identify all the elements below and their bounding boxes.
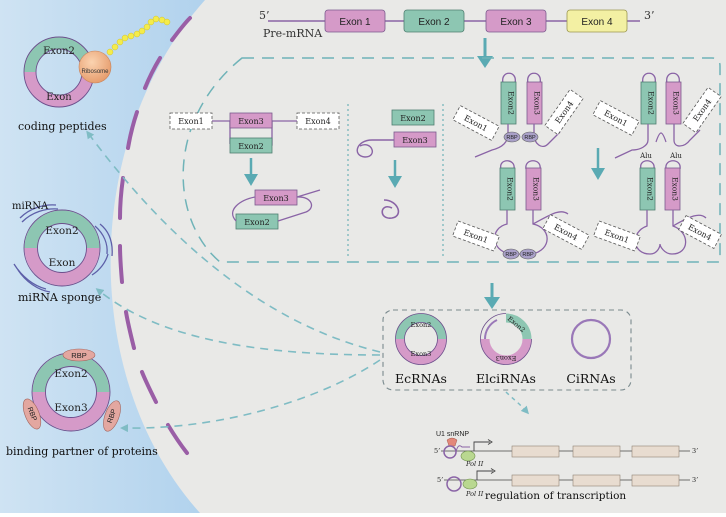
binding-exon3-label: Exon3	[54, 402, 87, 414]
pre-mrna-exon1	[324, 9, 386, 33]
m4-exon3-label: Exon3	[672, 91, 681, 115]
five-prime-lower: 5’	[437, 476, 443, 484]
ribosome-icon	[78, 50, 112, 84]
ecrna-exon3-label: Exon3	[411, 350, 432, 358]
sponge-exon-label: Exon	[49, 257, 76, 269]
ecrna-label: EcRNAs	[395, 371, 447, 386]
function-arrows	[86, 130, 381, 433]
pre-mrna-exon4	[566, 9, 628, 33]
mechanisms-box	[182, 57, 721, 263]
mechanism-arrows	[591, 148, 605, 180]
m3-rbp-right: RBP	[524, 135, 536, 141]
alu-mechanism: Exon2 Exon3 Alu Alu Exon1 Exon4 Exon2 Ex…	[592, 72, 722, 255]
m3-exon3-label: Exon3	[533, 91, 542, 115]
peptide-chain-icon	[106, 15, 171, 56]
mirna-strand-icon	[13, 204, 113, 293]
pre-mrna-exon3-label: Exon 3	[500, 17, 532, 28]
elcirna-exon3-label: Exon3	[496, 354, 517, 362]
rbp-right-icon	[103, 400, 121, 432]
cirna-label: CiRNAs	[566, 371, 615, 386]
pre-mrna: 5’ Pre-mRNA Exon 1 Exon 2 Exon 3 Exon 4 …	[259, 9, 655, 40]
ribosome-label: Ribosome	[81, 69, 109, 75]
m1b-exon3-label: Exon3	[263, 194, 288, 203]
rbp-top-label: RBP	[71, 351, 86, 360]
products-box	[382, 309, 632, 391]
pol-ii-upper: Pol II	[465, 460, 484, 468]
ecrna-exon2-label: Exon2	[411, 321, 432, 329]
m4-alu-right: Alu	[669, 152, 682, 160]
mirna-label: miRNA	[12, 201, 49, 212]
coding-exon-label: Exon	[46, 92, 72, 103]
m3b-exon3-label: Exon3	[532, 177, 541, 201]
cirna-product: CiRNAs	[566, 318, 616, 386]
mirna-sponge: Exon2 Exon miRNA miRNA sponge	[12, 201, 113, 304]
arrow-to-products-icon	[484, 283, 500, 309]
rbp-right-label: RBP	[107, 408, 119, 424]
pre-mrna-three-prime: 3’	[644, 9, 655, 22]
transcription-caption: regulation of transcription	[485, 490, 626, 502]
intron-mechanism: Exon2 Exon3	[356, 109, 437, 219]
m1-exon1-label: Exon1	[178, 117, 203, 126]
m3b-exon2-label: Exon2	[506, 177, 515, 201]
lariat-mechanism: Exon1 Exon4 Exon3 Exon2 Exon3 Exon2	[169, 112, 340, 230]
binding-partner-label: binding partner of proteins	[6, 445, 158, 458]
u1-snrnp-label: U1 snRNP	[436, 431, 469, 438]
m3b-rbp-right: RBP	[522, 252, 534, 258]
five-prime-upper: 5’	[434, 447, 440, 455]
coding-peptides-label: coding peptides	[18, 120, 107, 133]
pre-mrna-exon1-label: Exon 1	[339, 17, 371, 28]
elcirna-label: ElciRNAs	[476, 371, 536, 386]
nuclear-membrane	[118, 16, 192, 455]
pre-mrna-label: Pre-mRNA	[263, 27, 323, 40]
sponge-exon2-label: Exon2	[45, 225, 78, 237]
transcription-regulation: U1 snRNP 5’ Pol II 3’ 5’ Pol II 3’ regul…	[434, 431, 698, 502]
arrow-down-icon	[477, 38, 493, 68]
nucleus-background	[110, 0, 726, 513]
m1-exon2-label: Exon2	[238, 142, 263, 151]
m1b-exon2-label: Exon2	[244, 218, 269, 227]
pre-mrna-exon2-label: Exon 2	[418, 17, 450, 28]
m3-exon2-label: Exon2	[507, 91, 516, 115]
m4b-exon2-label: Exon2	[646, 177, 655, 201]
m2-exon2-label: Exon2	[400, 114, 425, 123]
m4-exon2-label: Exon2	[647, 91, 656, 115]
m4-alu-left: Alu	[639, 152, 652, 160]
three-prime-upper: 3’	[692, 447, 698, 455]
elcirna-product: Exon2 Exon3 ElciRNAs	[476, 313, 536, 386]
m1-exon4-label: Exon4	[305, 117, 330, 126]
pre-mrna-exon4-label: Exon 4	[581, 17, 613, 28]
ecrna-product: Exon2 Exon3 EcRNAs	[395, 313, 447, 386]
m2-exon3-label: Exon3	[402, 136, 427, 145]
pre-mrna-exon3	[485, 9, 547, 33]
arrow-to-transcription-icon	[505, 391, 529, 415]
rbp-top-icon	[62, 348, 96, 362]
m3b-rbp-left: RBP	[505, 252, 517, 258]
binding-exon2-label: Exon2	[54, 368, 87, 380]
m4b-exon3-label: Exon3	[671, 177, 680, 201]
three-prime-lower: 3’	[692, 476, 698, 484]
pre-mrna-exon2	[403, 9, 465, 33]
m3-rbp-left: RBP	[506, 135, 518, 141]
binding-partner: Exon2 Exon3 RBP RBP RBP binding partner …	[6, 348, 158, 458]
mirna-sponge-label: miRNA sponge	[18, 291, 101, 304]
coding-peptides: Exon2 Exon Ribosome coding peptides	[18, 15, 171, 133]
rbp-left-icon	[22, 398, 42, 430]
pol-ii-lower: Pol II	[465, 490, 484, 498]
pre-mrna-five-prime: 5’	[259, 9, 270, 22]
coding-exon2-label: Exon2	[43, 46, 75, 57]
m1-exon3-label: Exon3	[238, 117, 263, 126]
